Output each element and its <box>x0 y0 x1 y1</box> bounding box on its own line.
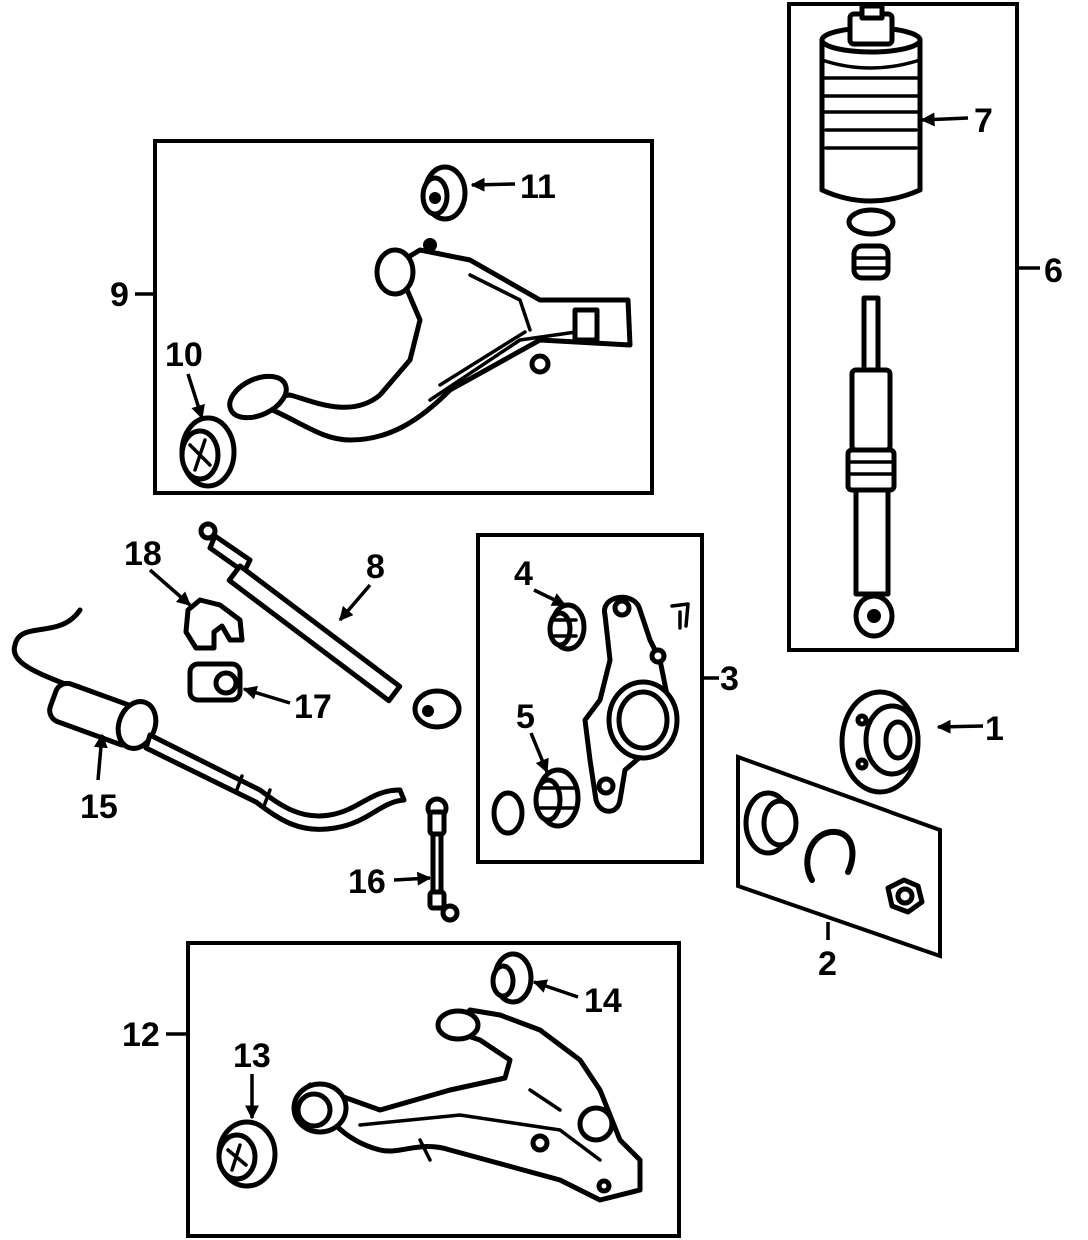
wheel-hub <box>839 689 921 795</box>
shock-group-box <box>787 2 1019 652</box>
label-15: 15 <box>80 788 118 826</box>
label-5: 5 <box>516 698 535 736</box>
knuckle-bushing-upper <box>547 602 587 652</box>
label-10: 10 <box>165 336 203 374</box>
shock-absorber <box>845 295 897 639</box>
label-4: 4 <box>514 555 533 593</box>
wheel-bearing <box>743 790 799 856</box>
knuckle-seal-ring <box>491 790 525 836</box>
label-14: 14 <box>584 982 622 1020</box>
steering-knuckle <box>582 594 690 814</box>
snap-ring <box>804 828 856 883</box>
stabilizer-bushing <box>187 661 243 703</box>
stabilizer-bar <box>11 607 407 832</box>
lower-arm-group-box <box>186 941 681 1238</box>
upper-seal <box>846 207 896 237</box>
label-3: 3 <box>720 660 739 698</box>
label-8: 8 <box>366 548 385 586</box>
lateral-link <box>198 521 462 730</box>
upper-arm-bushing-rear <box>420 164 468 222</box>
label-13: 13 <box>233 1037 271 1075</box>
label-18: 18 <box>124 535 162 573</box>
air-spring <box>819 3 923 204</box>
label-17: 17 <box>294 688 332 726</box>
stabilizer-link <box>425 796 460 923</box>
label-11: 11 <box>520 168 556 206</box>
stabilizer-bracket <box>183 597 245 651</box>
upper-arm-group-box <box>153 139 654 495</box>
lower-arm-bushing-rear <box>490 951 534 1005</box>
label-1: 1 <box>985 710 1004 748</box>
label-16: 16 <box>348 863 386 901</box>
bearing-kit-panel <box>736 754 942 959</box>
knuckle-group-box <box>476 533 704 864</box>
label-2: 2 <box>818 945 837 983</box>
hub-nut <box>885 877 925 915</box>
knuckle-bushing-lower <box>533 767 581 829</box>
label-7: 7 <box>974 102 993 140</box>
upper-arm-bushing-front <box>179 415 237 489</box>
label-12: 12 <box>122 1016 160 1054</box>
label-9: 9 <box>110 276 129 314</box>
lower-control-arm <box>291 1007 643 1203</box>
upper-control-arm <box>227 238 633 443</box>
label-6: 6 <box>1044 252 1063 290</box>
lower-arm-bushing-front <box>216 1119 278 1189</box>
bump-stop <box>851 243 891 281</box>
